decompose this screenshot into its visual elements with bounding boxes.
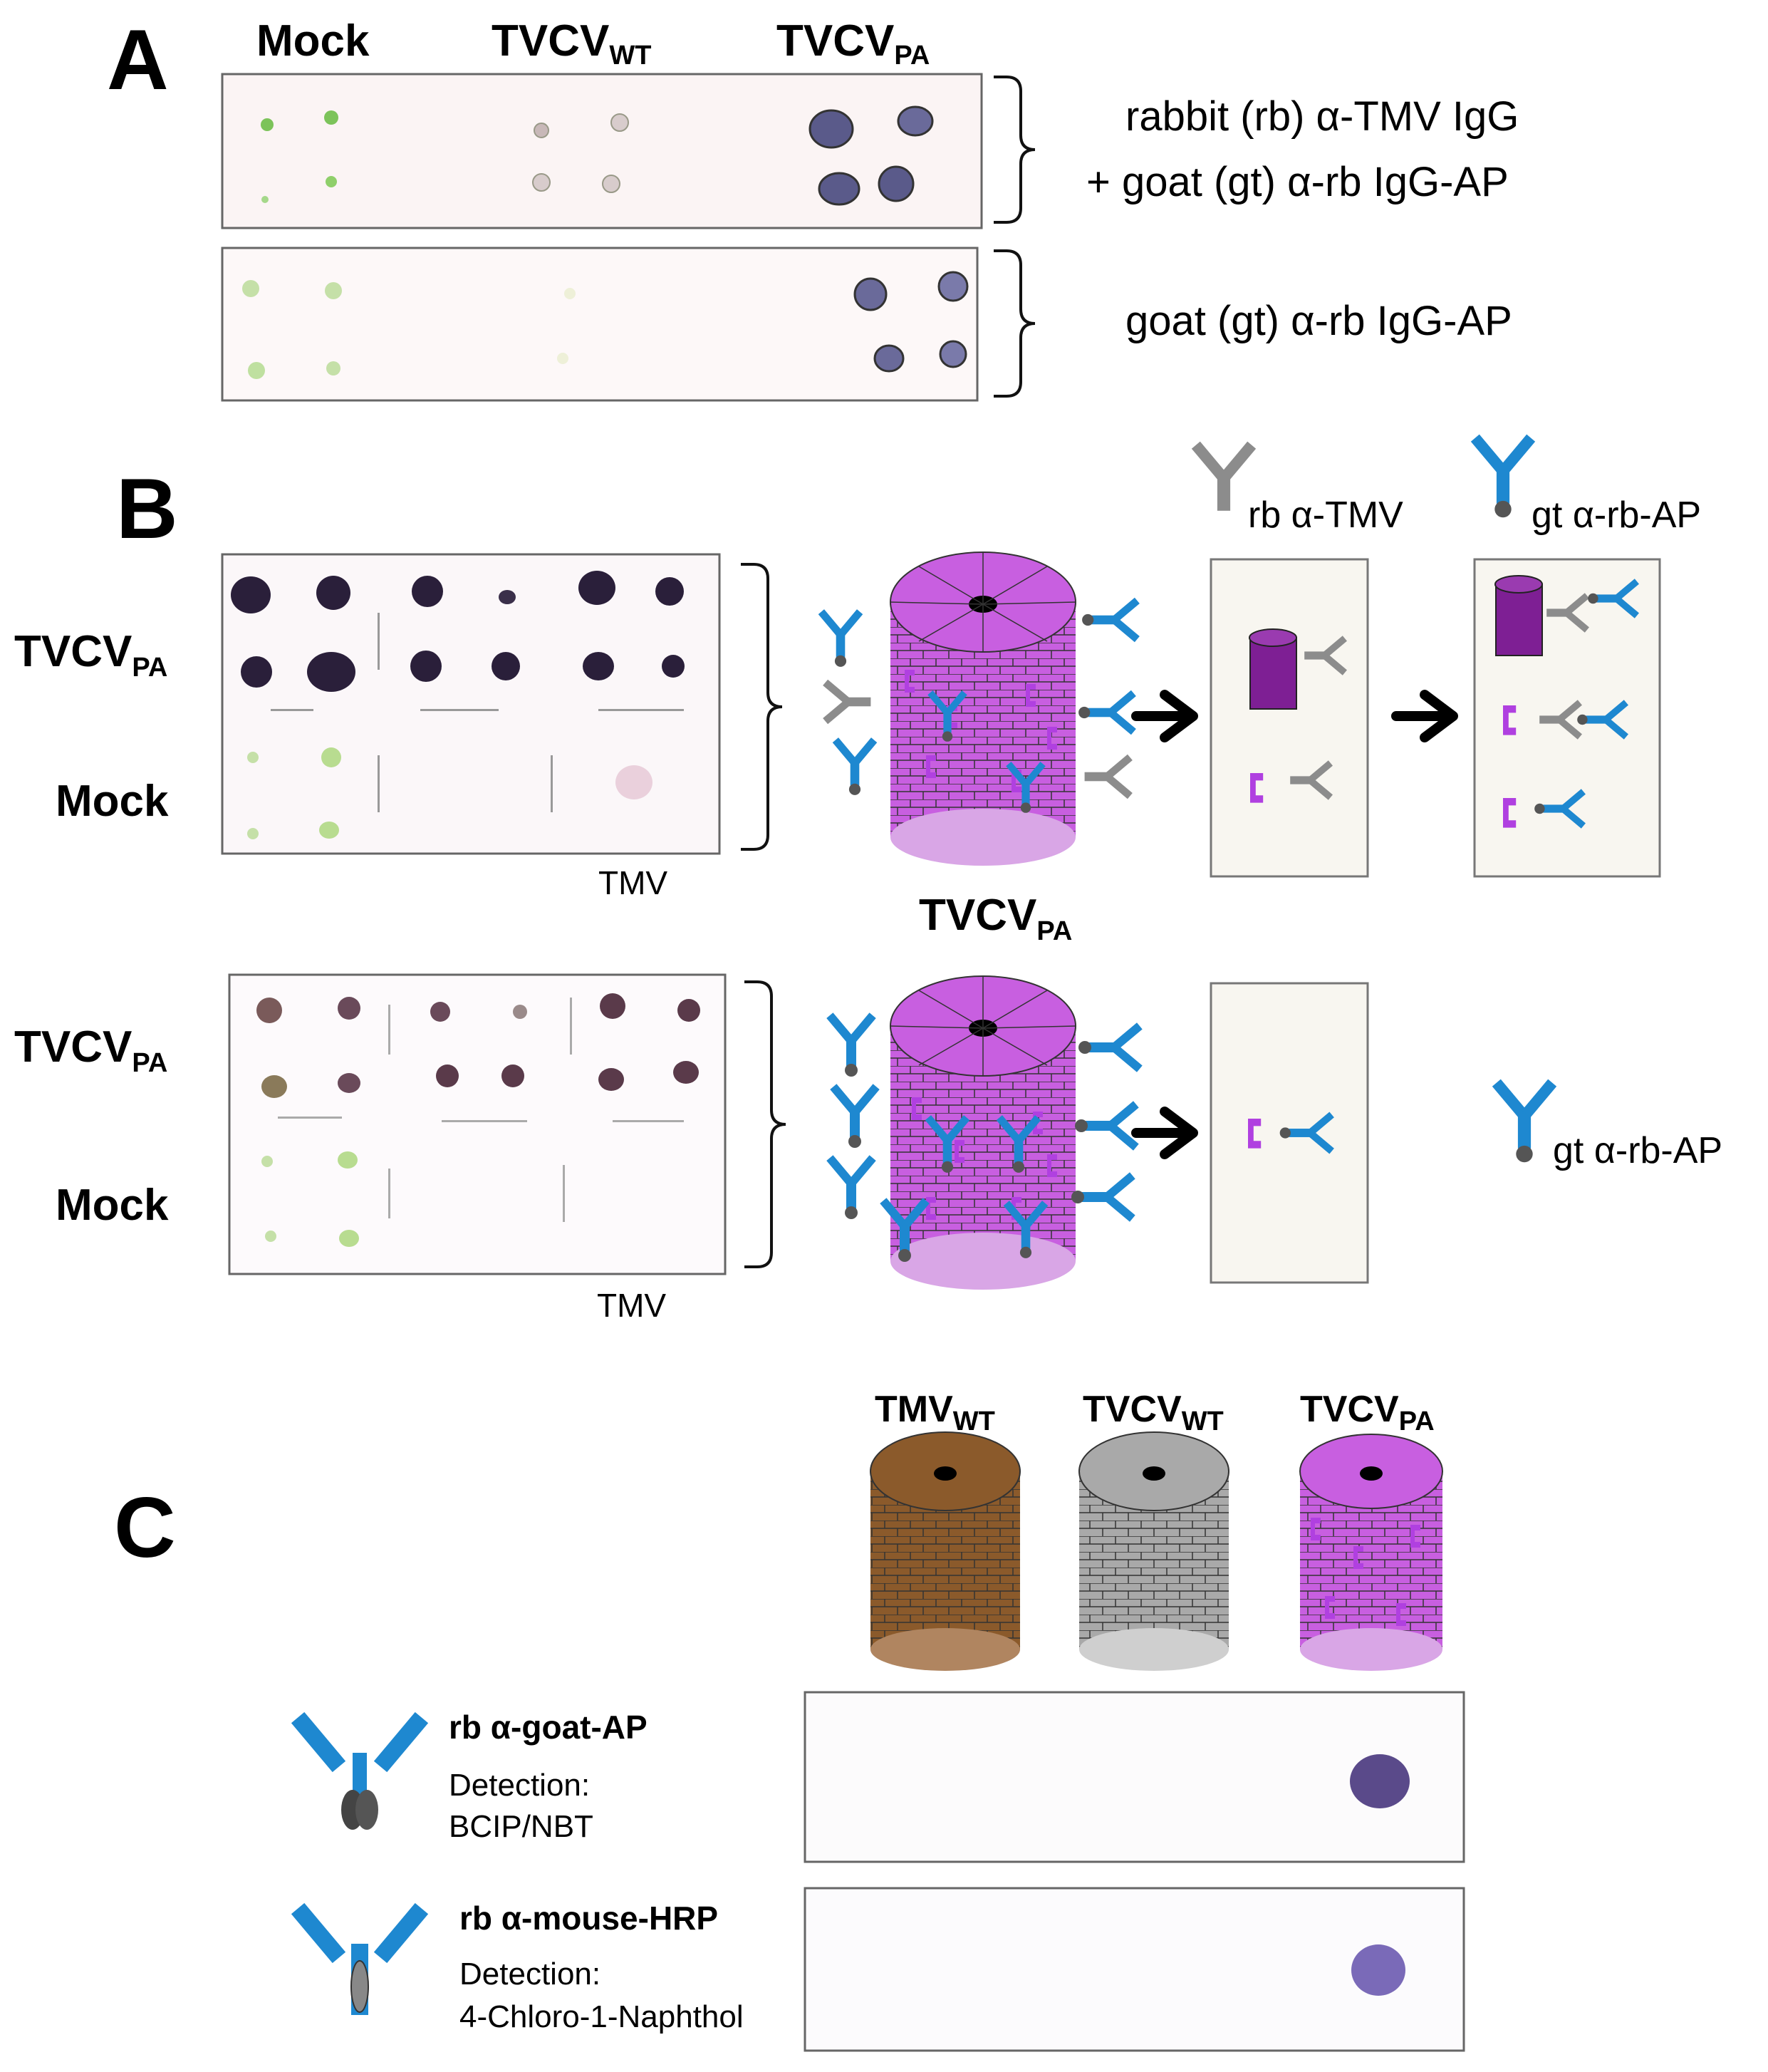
legend-rb-antibody-icon: [1191, 441, 1257, 511]
legend-gt-antibody-icon-lower: [1492, 1079, 1557, 1163]
legend-gt-label-lower: gt α-rb-AP: [1553, 1130, 1722, 1171]
virus-cylinder-b-lower: [826, 975, 1143, 1290]
arrow-b-1: [1131, 690, 1198, 742]
arrow-b-2: [1391, 690, 1458, 742]
strip2-spot-tvcv-pa: [1351, 1944, 1405, 1996]
virus-cylinder-tvcv-wt: [1078, 1431, 1229, 1671]
label-a-top-line1: rabbit (rb) α-TMV IgG: [1125, 93, 1519, 140]
spots-b-upper: [231, 571, 685, 839]
strip1-spot-tvcv-pa: [1350, 1754, 1410, 1808]
strip2-antibody-label: rb α-mouse-HRP: [459, 1900, 718, 1937]
label-a-bottom: goat (gt) α-rb IgG-AP: [1125, 298, 1512, 344]
result-box-b-1: [1210, 558, 1369, 878]
membrane-b-upper-caption: TMV: [598, 864, 667, 901]
panel-b-letter: B: [116, 461, 178, 556]
brace-b-upper: [741, 563, 783, 851]
arrow-b-3: [1131, 1107, 1198, 1159]
spots-a-bottom: [242, 271, 969, 379]
col-label-mock: Mock: [256, 16, 370, 66]
membrane-b-lower: [228, 973, 727, 1275]
strip1-detection-value: BCIP/NBT: [449, 1809, 593, 1844]
strip2-detection-label: Detection:: [459, 1957, 600, 1991]
membrane-b-lower-caption: TMV: [597, 1287, 666, 1324]
brace-b-lower: [744, 980, 786, 1268]
col-label-tvcv-wt: TVCVWT: [492, 16, 651, 71]
row-label-tvcv-pa-upper: TVCVPA: [14, 627, 167, 683]
brace-a-top: [994, 76, 1036, 224]
row-label-mock-upper: Mock: [56, 777, 169, 826]
panel-c-letter: C: [114, 1480, 176, 1575]
virus-label-tmv-wt: TMVWT: [875, 1389, 995, 1436]
virus-cylinder-tvcv-pa: [1299, 1434, 1443, 1671]
row-label-tvcv-pa-lower: TVCVPA: [14, 1022, 167, 1078]
brace-a-bottom: [994, 249, 1036, 398]
antibody-icon-ap: [291, 1711, 429, 1830]
virus-cylinder-tmv-wt: [870, 1431, 1021, 1671]
label-a-top-line2: + goat (gt) α-rb IgG-AP: [1086, 159, 1509, 205]
virus-label-tvcv-pa: TVCVPA: [1300, 1389, 1435, 1436]
membrane-a-bottom: [221, 247, 979, 402]
result-box-b-2-content: [1494, 575, 1639, 829]
legend-rb-label: rb α-TMV: [1248, 494, 1403, 536]
virus-label-tvcv-wt: TVCVWT: [1083, 1389, 1224, 1436]
panel-a-letter: A: [107, 12, 169, 108]
membrane-b-upper: [221, 553, 721, 855]
strip2-detection-value: 4-Chloro-1-Naphthol: [459, 1999, 744, 2034]
spots-b-lower: [256, 993, 700, 1247]
col-label-tvcv-pa: TVCVPA: [776, 16, 930, 71]
antibody-icon-hrp: [291, 1902, 429, 2015]
row-label-mock-lower: Mock: [56, 1181, 169, 1230]
legend-gt-label: gt α-rb-AP: [1532, 494, 1701, 536]
membrane-a-top: [221, 73, 983, 229]
legend-gt-antibody-icon: [1470, 434, 1536, 518]
virus-label-b: TVCVPA: [919, 891, 1072, 946]
strip1-detection-label: Detection:: [449, 1768, 590, 1803]
virus-cylinder-b-upper: [818, 551, 1140, 866]
strip1-antibody-label: rb α-goat-AP: [449, 1709, 648, 1746]
result-box-b-1-content: [1249, 628, 1347, 803]
spots-a-top: [261, 105, 934, 206]
